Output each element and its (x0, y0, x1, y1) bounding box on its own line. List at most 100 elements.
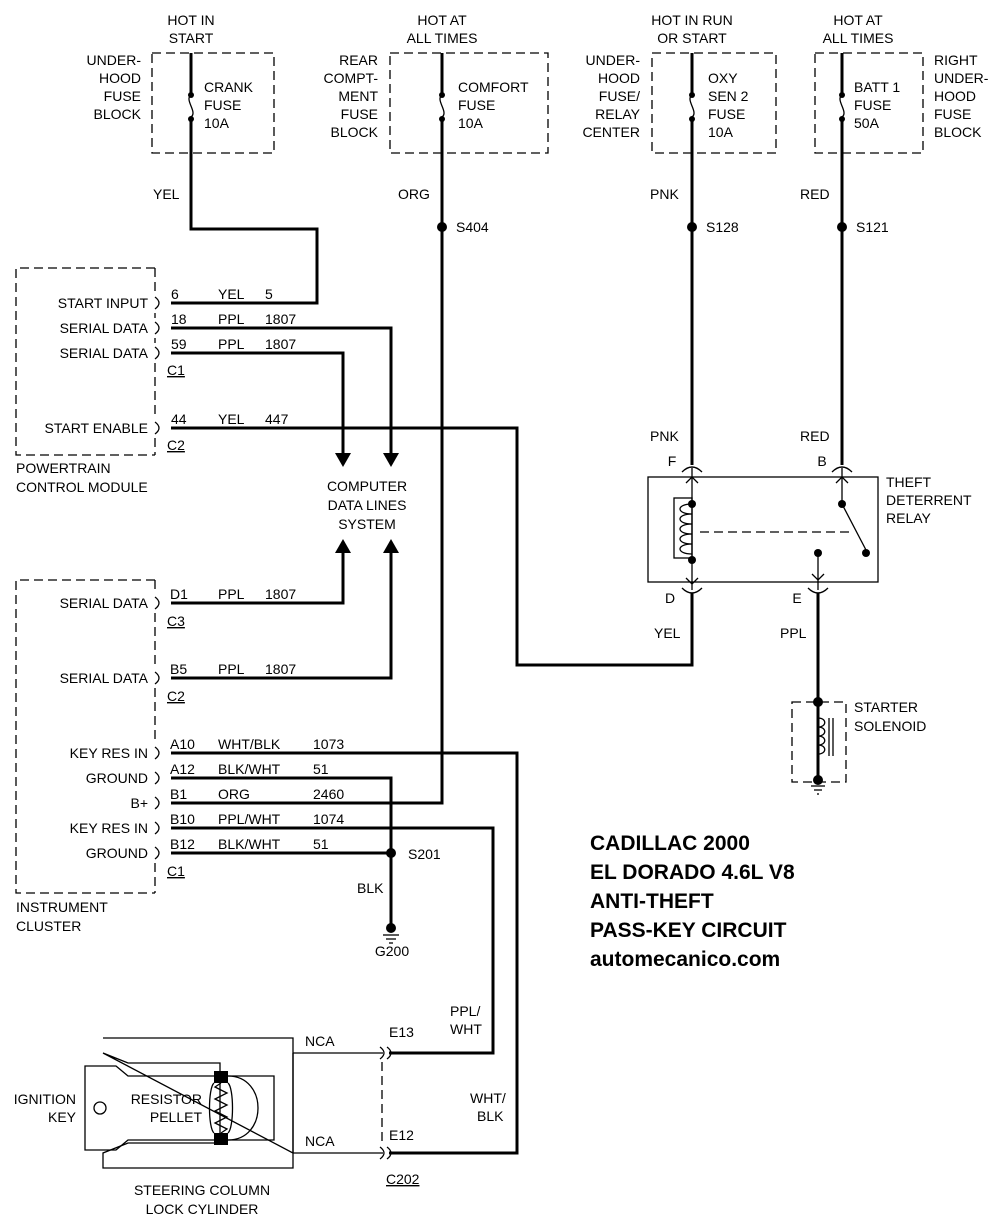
wire-label-red-2: RED (800, 428, 830, 444)
wire-ppl-wht (171, 826, 495, 1055)
cluster-circuit: 1807 (265, 661, 296, 677)
wire-label-nca: NCA (305, 1133, 335, 1149)
relay-pin-b: B (817, 453, 826, 469)
wire-ppl-serial-18 (171, 326, 393, 460)
cluster-circuit: 51 (313, 836, 329, 852)
pcm-pin-number: 6 (171, 286, 179, 302)
wire-ppl-serial-59 (171, 351, 345, 460)
pcm-pin-number: 44 (171, 411, 187, 427)
cluster-wire-color: PPL (218, 661, 245, 677)
cluster-circuit: 1074 (313, 811, 344, 827)
pcm-pin-number: 59 (171, 336, 187, 352)
pcm-connector-c2: C2 (167, 437, 185, 453)
cluster-connector-c3: C3 (167, 613, 185, 629)
cluster-circuit: 1073 (313, 736, 344, 752)
wire-yel-start-enable (171, 426, 694, 667)
splice-s128: S128 (706, 219, 739, 235)
terminal-e13: E13 (389, 1024, 414, 1040)
pcm-pin-label: START INPUT (58, 295, 149, 311)
wire-org-b-plus (171, 119, 444, 805)
cluster-pin-number: B1 (170, 786, 187, 802)
pcm-wire-color: PPL (218, 336, 245, 352)
wire-label-yel: YEL (153, 186, 180, 202)
powertrain-control-module: START INPUT SERIAL DATA SERIAL DATA STAR… (15, 267, 296, 495)
pcm-circuit: 447 (265, 411, 289, 427)
pcm-circuit: 5 (265, 286, 273, 302)
cluster-circuit: 51 (313, 761, 329, 777)
wire-ppl-serial-b5 (171, 552, 393, 680)
pcm-wire-color: YEL (218, 411, 245, 427)
cluster-wire-color: BLK/WHT (218, 761, 281, 777)
splice-s404: S404 (456, 219, 489, 235)
pcm-pin-number: 18 (171, 311, 187, 327)
terminal-e12: E12 (389, 1127, 414, 1143)
cluster-connector-c2: C2 (167, 688, 185, 704)
cluster-wire-color: WHT/BLK (218, 736, 281, 752)
crank-fuse-box (151, 52, 275, 154)
wire-label-red: RED (800, 186, 830, 202)
cluster-pin-label: KEY RES IN (70, 820, 148, 836)
wire-label-yel-2: YEL (654, 625, 681, 641)
pcm-connector-c1: C1 (167, 362, 185, 378)
fuse-icon (188, 53, 194, 122)
cluster-wire-color: PPL (218, 586, 245, 602)
pcm-pin-label: START ENABLE (45, 420, 148, 436)
cluster-pin-label: GROUND (86, 845, 148, 861)
splice-s128-dot (687, 222, 697, 232)
splice-s121-dot (837, 222, 847, 232)
ground-g200: G200 (375, 943, 409, 959)
wire-ppl-serial-d1 (171, 552, 345, 605)
pcm-circuit: 1807 (265, 311, 296, 327)
cluster-pin-label: B+ (130, 795, 148, 811)
ground-icon (383, 923, 399, 944)
title-line: ANTI-THEFT (590, 890, 714, 913)
connector-c202: E13 E12 C202 (379, 1024, 420, 1187)
wire-label-wht-blk: WHT/BLK (470, 1090, 506, 1124)
pcm-pin-label: SERIAL DATA (60, 320, 149, 336)
wire-label-pnk: PNK (650, 186, 679, 202)
pcm-wire-color: PPL (218, 311, 245, 327)
title-line: CADILLAC 2000 (590, 832, 750, 855)
title-website: automecanico.com (590, 948, 780, 971)
cluster-pin-number: D1 (170, 586, 188, 602)
cluster-pin-label: SERIAL DATA (60, 595, 149, 611)
wire-label-pnk-2: PNK (650, 428, 679, 444)
wire-yel-start-input (171, 119, 319, 305)
pcm-pin-label: SERIAL DATA (60, 345, 149, 361)
relay-pin-e: E (792, 590, 801, 606)
wire-label-ppl-wht: PPL/WHT (450, 1003, 482, 1037)
fuse-icon (439, 53, 445, 122)
wire-label-nca: NCA (305, 1033, 335, 1049)
relay-pin-d: D (665, 590, 675, 606)
splice-s404-dot (437, 222, 447, 232)
instrument-cluster: SERIAL DATA SERIAL DATA KEY RES IN GROUN… (15, 579, 344, 934)
splice-s121: S121 (856, 219, 889, 235)
fuse-icon (689, 53, 695, 122)
cluster-pin-label: SERIAL DATA (60, 670, 149, 686)
fuse-icon (839, 53, 845, 122)
cluster-circuit: 1807 (265, 586, 296, 602)
pcm-wire-color: YEL (218, 286, 245, 302)
cluster-pin-number: A12 (170, 761, 195, 777)
